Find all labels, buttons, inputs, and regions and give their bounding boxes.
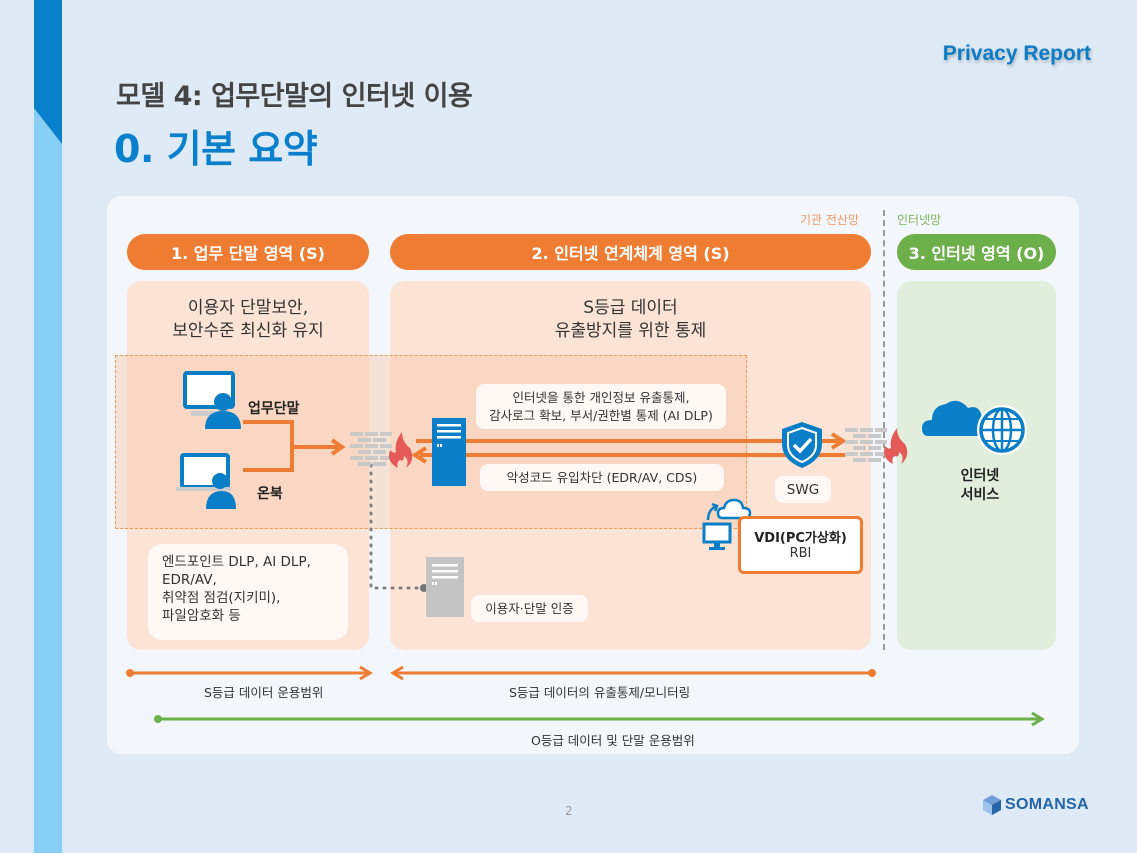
range-arrow (1031, 711, 1045, 727)
endpoint-security-box: 엔드포인트 DLP, AI DLP, EDR/AV, 취약점 점검(지키미), … (148, 544, 348, 640)
range-dot (126, 669, 134, 677)
range-arrow (390, 665, 404, 681)
device-link-line (243, 420, 294, 472)
cloud-globe-icon (922, 400, 1027, 455)
page-number: 2 (565, 804, 573, 818)
inbound-arrow-head (411, 446, 428, 464)
firewall-icon (350, 432, 413, 468)
zone-3-pill: 3. 인터넷 영역 (O) (897, 234, 1056, 270)
range-dot (868, 669, 876, 677)
range-dot (154, 715, 162, 723)
auth-dotted-line (369, 463, 427, 590)
brand-title: Privacy Report (942, 42, 1091, 65)
o-operation-range-label: O등급 데이터 및 단말 운용범위 (531, 733, 695, 748)
page-title: 0. 기본 요약 (114, 127, 318, 171)
inbound-control-box: 악성코드 유입차단 (EDR/AV, CDS) (480, 464, 724, 491)
internal-network-label: 기관 전산망 (800, 213, 860, 227)
zone-2-pill: 2. 인터넷 연계체계 영역 (S) (390, 234, 871, 270)
zone-1-heading: 이용자 단말보안, 보안수준 최신화 유지 (172, 298, 324, 341)
outbound-arrow-head (830, 432, 847, 450)
internet-network-label: 인터넷망 (897, 213, 942, 227)
side-accent-bar (34, 0, 62, 853)
zone-2-heading: S등급 데이터 유출방지를 위한 통제 (554, 298, 707, 341)
desktop-user-icon (183, 371, 241, 429)
range-arrow (359, 665, 373, 681)
auth-server-icon (426, 557, 464, 617)
arrow-head (330, 438, 346, 456)
s-operation-range-label: S등급 데이터 운용범위 (204, 685, 324, 700)
somansa-logo: SOMANSA (983, 795, 1089, 815)
swg-label: SWG (775, 476, 831, 503)
outbound-control-box: 인터넷을 통한 개인정보 유출통제, 감사로그 확보, 부서/권한별 통제 (A… (476, 384, 726, 429)
dlp-server-icon (432, 418, 466, 486)
vdi-cloud-pc-icon (702, 498, 752, 550)
s-monitoring-range-label: S등급 데이터의 유출통제/모니터링 (509, 685, 691, 700)
auth-label: 이용자·단말 인증 (471, 595, 588, 622)
page-subtitle: 모델 4: 업무단말의 인터넷 이용 (116, 81, 473, 112)
desktop-label: 업무단말 (248, 401, 300, 417)
zone-1-pill: 1. 업무 단말 영역 (S) (127, 234, 369, 270)
laptop-user-icon (176, 453, 236, 509)
logo-cube-icon (983, 795, 1001, 815)
laptop-label: 온북 (257, 486, 283, 502)
swg-shield-icon (782, 422, 822, 468)
internet-service-label: 인터넷 서비스 (960, 468, 1000, 503)
zone-3-area (897, 281, 1056, 650)
vdi-rbi-box: VDI(PC가상화) RBI (738, 516, 863, 574)
firewall-icon (845, 428, 908, 464)
